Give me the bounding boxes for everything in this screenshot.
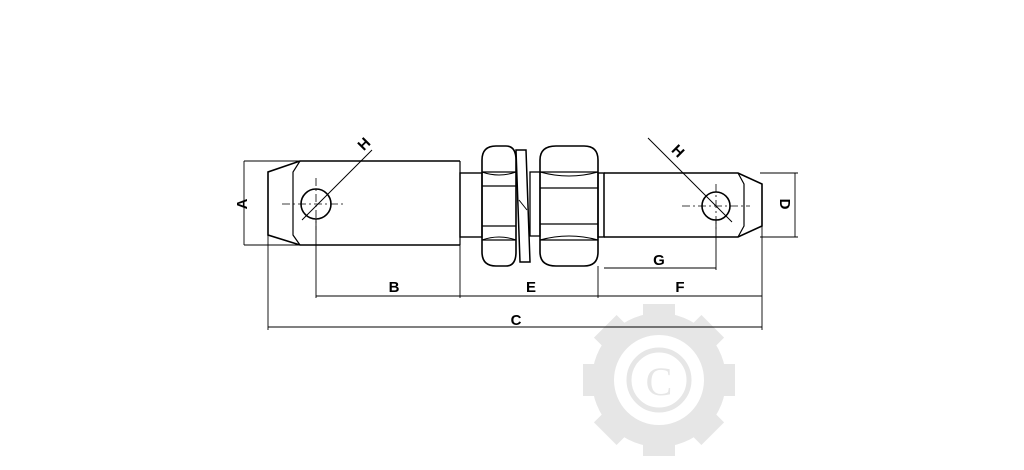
thread-right xyxy=(597,172,605,238)
watermark-gear-icon: C xyxy=(583,304,735,456)
lock-washer xyxy=(515,149,541,263)
right-nut xyxy=(539,145,599,267)
dim-label-c: C xyxy=(511,312,522,329)
dim-label-a: A xyxy=(234,198,251,209)
dim-label-f: F xyxy=(675,279,684,296)
dim-label-g: G xyxy=(653,252,665,269)
left-nut xyxy=(481,145,517,267)
thread-left xyxy=(459,172,483,238)
dim-label-d: D xyxy=(776,199,793,210)
dim-label-b: B xyxy=(389,279,400,296)
left-pin xyxy=(267,149,461,246)
dim-label-e: E xyxy=(526,279,536,296)
watermark-letter: C xyxy=(646,359,673,404)
dim-label-h-right: H xyxy=(668,142,688,162)
dimension-lines xyxy=(243,160,798,330)
right-pin xyxy=(603,137,763,238)
